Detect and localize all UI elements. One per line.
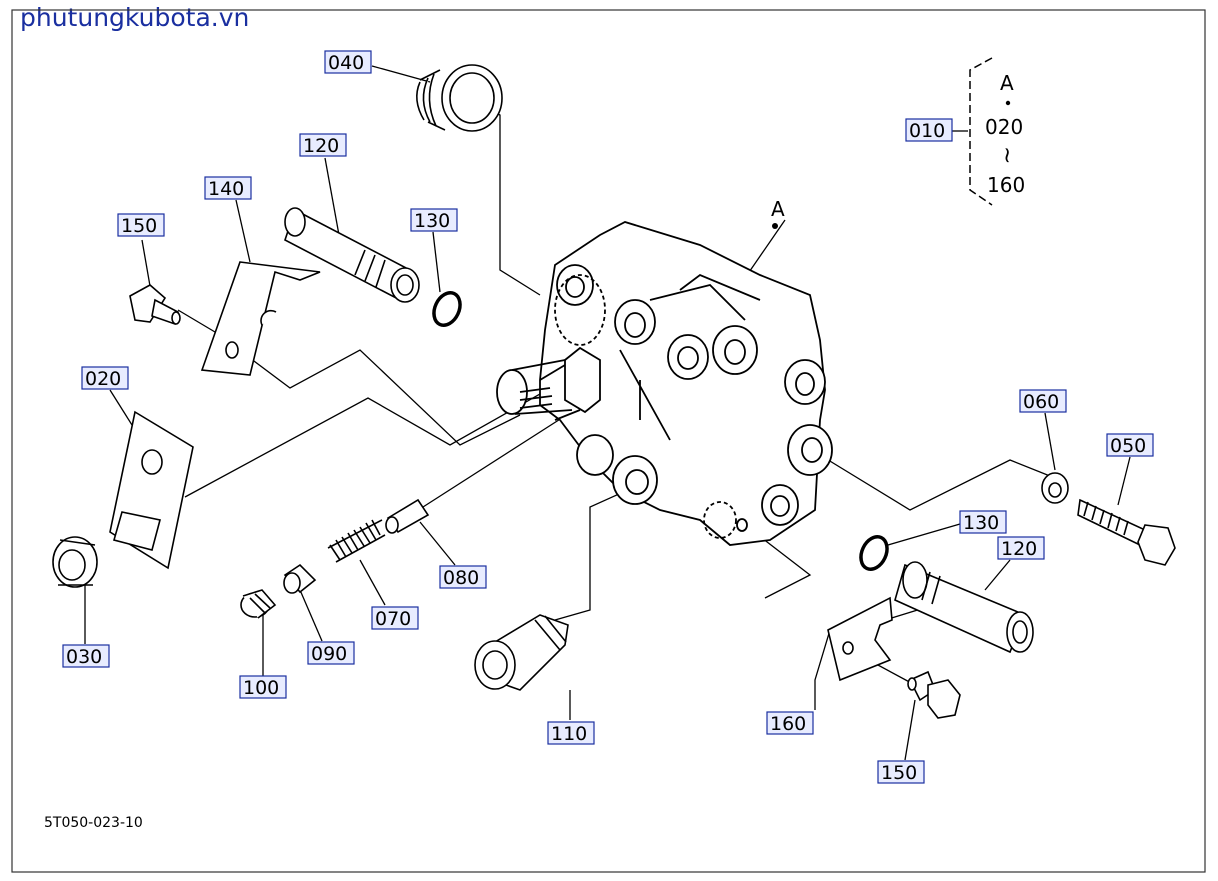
label-120-upper[interactable]: 120 (299, 133, 347, 157)
label-030[interactable]: 030 (62, 644, 110, 668)
svg-text:150: 150 (121, 215, 157, 237)
svg-text:030: 030 (66, 646, 102, 668)
svg-text:060: 060 (1023, 391, 1059, 413)
svg-text:160: 160 (770, 713, 806, 735)
part-120-pin-lower (894, 561, 1034, 654)
part-100-screw (240, 589, 277, 619)
svg-text:130: 130 (963, 512, 999, 534)
label-120-lower[interactable]: 120 (997, 536, 1045, 560)
part-010-housing (496, 221, 833, 546)
label-150-upper[interactable]: 150 (117, 213, 165, 237)
label-140[interactable]: 140 (204, 176, 252, 200)
label-100[interactable]: 100 (239, 675, 287, 699)
part-080-valve (385, 498, 430, 534)
svg-text:040: 040 (328, 52, 364, 74)
label-040[interactable]: 040 (324, 50, 372, 74)
label-020[interactable]: 020 (81, 366, 129, 390)
part-090-plug (283, 563, 317, 594)
assembly-from: 020 (985, 115, 1023, 139)
label-070[interactable]: 070 (371, 606, 419, 630)
svg-text:090: 090 (311, 643, 347, 665)
label-130-lower[interactable]: 130 (959, 510, 1007, 534)
label-150-lower[interactable]: 150 (877, 760, 925, 784)
svg-text:010: 010 (909, 120, 945, 142)
part-030-nut (52, 536, 98, 588)
label-080[interactable]: 080 (439, 565, 487, 589)
part-130-oring-upper (432, 291, 462, 327)
reference-letter-a: A (771, 197, 785, 221)
svg-text:120: 120 (303, 135, 339, 157)
part-110-fitting (474, 614, 569, 691)
part-130-oring-lower (859, 535, 889, 571)
part-050-bolt (1077, 498, 1176, 566)
part-140-bracket (200, 261, 321, 376)
svg-text:110: 110 (551, 723, 587, 745)
svg-text:120: 120 (1001, 538, 1037, 560)
part-070-spring (327, 519, 386, 563)
part-150-bolt-upper (129, 284, 181, 326)
label-110[interactable]: 110 (547, 721, 595, 745)
assembly-to: 160 (987, 173, 1025, 197)
label-060[interactable]: 060 (1019, 389, 1067, 413)
part-160-bracket (827, 596, 893, 682)
assembly-callout: A 020 ~ 160 (969, 57, 1025, 206)
part-120-pin-upper (284, 207, 420, 303)
diagram-frame (11, 9, 1206, 873)
label-160[interactable]: 160 (766, 711, 814, 735)
svg-text:080: 080 (443, 567, 479, 589)
svg-text:150: 150 (881, 762, 917, 784)
label-130-upper[interactable]: 130 (410, 208, 458, 232)
part-040-sleeve (416, 64, 503, 132)
assembly-letter: A (1000, 71, 1014, 95)
label-010[interactable]: 010 (905, 118, 953, 142)
label-050[interactable]: 050 (1106, 433, 1154, 457)
part-020-plate (109, 410, 194, 570)
part-labels: 010 040 120 140 130 150 020 030 (62, 50, 1154, 784)
svg-text:050: 050 (1110, 435, 1146, 457)
label-090[interactable]: 090 (307, 641, 355, 665)
reference-point-a: A (771, 197, 785, 229)
svg-text:100: 100 (243, 677, 279, 699)
svg-text:140: 140 (208, 178, 244, 200)
part-060-nut (1041, 472, 1069, 504)
svg-text:130: 130 (414, 210, 450, 232)
site-watermark: phutungkubota.vn (20, 3, 250, 32)
svg-text:020: 020 (85, 368, 121, 390)
part-150-bolt-lower (907, 670, 961, 719)
document-code: 5T050-023-10 (44, 815, 143, 831)
svg-text:070: 070 (375, 608, 411, 630)
assembly-tilde: ~ (994, 146, 1019, 164)
